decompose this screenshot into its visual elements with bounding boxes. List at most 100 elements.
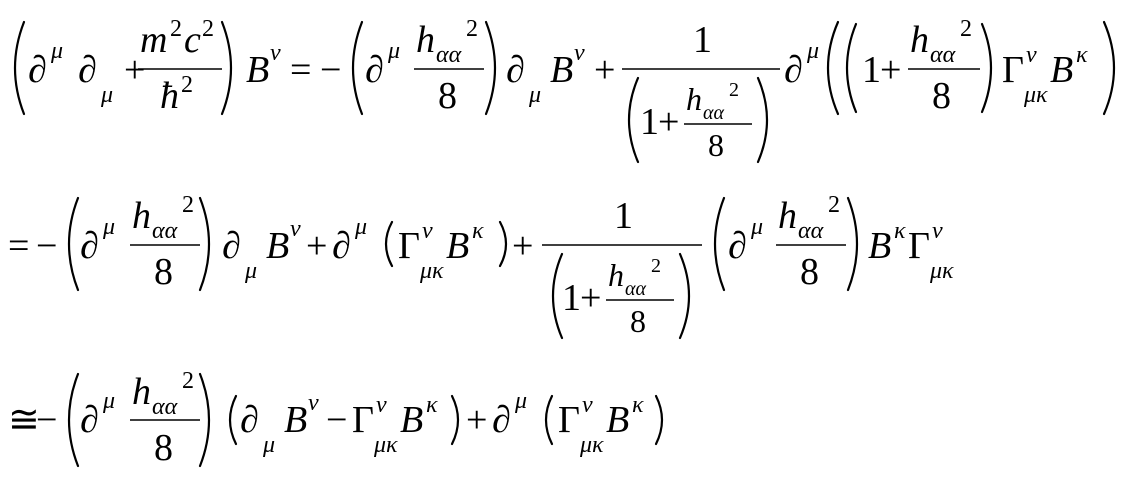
partial-symbol: ∂ bbox=[728, 225, 747, 267]
paren-left bbox=[544, 394, 554, 446]
equals-sign: = bbox=[290, 49, 311, 91]
paren-right bbox=[484, 20, 497, 116]
subscript-mu: μ bbox=[244, 258, 257, 284]
superscript-mu: μ bbox=[387, 38, 400, 64]
subscript-mu: μ bbox=[100, 82, 113, 108]
partial-symbol: ∂ bbox=[240, 399, 259, 441]
approx-sign: ≅ bbox=[8, 399, 40, 441]
partial-symbol: ∂ bbox=[784, 49, 803, 91]
minus-sign: − bbox=[36, 399, 57, 441]
digit-eight: 8 bbox=[438, 75, 457, 117]
subscript-alpha-alpha: αα bbox=[436, 42, 462, 68]
paren-left bbox=[826, 20, 840, 116]
subscript-alpha-alpha: αα bbox=[152, 394, 178, 420]
paren-right bbox=[450, 394, 460, 446]
exponent-two: 2 bbox=[828, 192, 840, 218]
subscript-mu-kappa: μκ bbox=[1023, 82, 1048, 108]
digit-eight: 8 bbox=[154, 427, 173, 469]
symbol-B: B bbox=[1050, 49, 1073, 91]
minus-sign: − bbox=[320, 49, 341, 91]
partial-symbol: ∂ bbox=[78, 49, 97, 91]
symbol-B: B bbox=[868, 225, 891, 267]
superscript-nu: ν bbox=[290, 216, 301, 242]
exponent-two: 2 bbox=[182, 192, 194, 218]
paren-right bbox=[1102, 20, 1116, 116]
superscript-nu: ν bbox=[422, 218, 433, 244]
symbol-B: B bbox=[606, 399, 629, 441]
superscript-nu: ν bbox=[308, 390, 319, 416]
digit-eight: 8 bbox=[154, 251, 173, 293]
digit-eight: 8 bbox=[630, 303, 646, 339]
partial-symbol: ∂ bbox=[492, 399, 511, 441]
paren-left bbox=[713, 196, 726, 292]
superscript-mu: μ bbox=[102, 214, 115, 240]
exponent-two: 2 bbox=[181, 72, 193, 98]
equals-sign: = bbox=[8, 225, 29, 267]
subscript-mu-kappa: μκ bbox=[419, 258, 444, 284]
superscript-kappa: κ bbox=[894, 218, 906, 244]
partial-symbol: ∂ bbox=[332, 225, 351, 267]
digit-one: 1 bbox=[693, 19, 712, 61]
symbol-B: B bbox=[266, 225, 289, 267]
paren-left bbox=[13, 20, 26, 116]
symbol-Gamma: Γ bbox=[352, 399, 374, 441]
symbol-h: h bbox=[608, 257, 624, 293]
minus-sign: − bbox=[326, 399, 347, 441]
equation-line-3: ≅ − ∂ μ h αα 2 8 ∂ μ B ν − Γ ν μκ B κ + … bbox=[8, 368, 664, 469]
plus-sign: + bbox=[124, 49, 145, 91]
subscript-mu-kappa: μκ bbox=[373, 432, 398, 458]
subscript-mu-kappa: μκ bbox=[579, 432, 604, 458]
symbol-h: h bbox=[778, 195, 797, 237]
symbol-B: B bbox=[550, 49, 573, 91]
exponent-two: 2 bbox=[202, 16, 214, 42]
subscript-alpha-alpha: αα bbox=[798, 218, 824, 244]
paren-right bbox=[846, 196, 859, 292]
superscript-mu: μ bbox=[354, 214, 367, 240]
paren-left bbox=[228, 394, 238, 446]
digit-eight: 8 bbox=[800, 251, 819, 293]
symbol-h: h bbox=[686, 81, 702, 117]
partial-symbol: ∂ bbox=[506, 49, 525, 91]
superscript-nu: ν bbox=[932, 218, 943, 244]
superscript-mu: μ bbox=[50, 38, 63, 64]
paren-left bbox=[351, 20, 364, 116]
superscript-kappa: κ bbox=[472, 218, 484, 244]
plus-sign: + bbox=[658, 101, 679, 143]
superscript-nu: ν bbox=[1026, 42, 1037, 68]
superscript-mu: μ bbox=[514, 388, 527, 414]
partial-symbol: ∂ bbox=[80, 399, 99, 441]
paren-right bbox=[198, 196, 211, 292]
symbol-m: m bbox=[140, 19, 167, 61]
plus-sign: + bbox=[466, 399, 487, 441]
symbol-Gamma: Γ bbox=[558, 399, 580, 441]
exponent-two: 2 bbox=[170, 16, 182, 42]
paren-right bbox=[198, 372, 211, 468]
subscript-alpha-alpha: αα bbox=[152, 218, 178, 244]
paren-right bbox=[498, 220, 508, 268]
exponent-two: 2 bbox=[466, 16, 478, 42]
symbol-h: h bbox=[416, 19, 435, 61]
equation-line-2: = − ∂ μ h αα 2 8 ∂ μ B ν + ∂ μ Γ ν μκ B … bbox=[8, 192, 954, 340]
paren-left bbox=[67, 196, 80, 292]
plus-sign: + bbox=[512, 225, 533, 267]
superscript-nu: ν bbox=[574, 40, 585, 66]
symbol-c: c bbox=[184, 19, 201, 61]
symbol-h: h bbox=[910, 19, 929, 61]
paren-right bbox=[756, 76, 769, 164]
symbol-h: h bbox=[132, 371, 151, 413]
digit-eight: 8 bbox=[932, 75, 951, 117]
superscript-kappa: κ bbox=[426, 392, 438, 418]
paren-left bbox=[551, 252, 564, 340]
subscript-alpha-alpha: αα bbox=[703, 102, 724, 124]
symbol-h: h bbox=[132, 195, 151, 237]
symbol-hbar: ħ bbox=[160, 75, 179, 117]
superscript-mu: μ bbox=[750, 214, 763, 240]
subscript-mu: μ bbox=[262, 432, 275, 458]
exponent-two: 2 bbox=[729, 79, 739, 101]
superscript-mu: μ bbox=[102, 388, 115, 414]
digit-eight: 8 bbox=[708, 127, 724, 163]
paren-right bbox=[980, 22, 993, 114]
digit-one: 1 bbox=[640, 101, 659, 143]
partial-symbol: ∂ bbox=[365, 49, 384, 91]
